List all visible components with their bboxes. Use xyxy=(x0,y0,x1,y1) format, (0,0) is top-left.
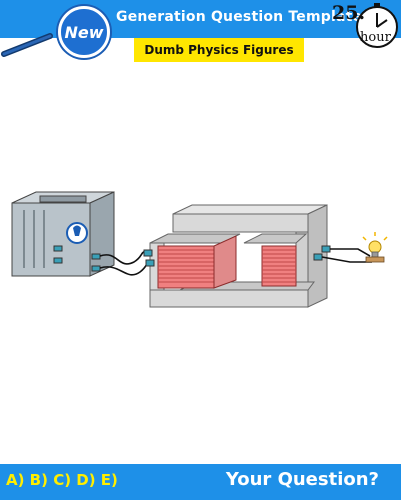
physics-figure xyxy=(11,191,388,308)
new-badge-label: New xyxy=(64,22,104,42)
timer-unit: hour xyxy=(360,30,391,45)
primary-coil xyxy=(157,245,215,289)
timer-number: 25. xyxy=(332,2,366,24)
new-badge: New xyxy=(58,6,110,58)
question-prompt: Your Question? xyxy=(225,469,379,490)
secondary-coil xyxy=(261,245,297,287)
page-subtitle: Dumb Physics Figures xyxy=(134,38,304,62)
watermark: 496257779 xyxy=(5,358,17,458)
light-bulb-icon xyxy=(362,232,388,263)
page-title: Generation Question Template xyxy=(116,9,363,25)
magnifier-icon xyxy=(1,33,53,57)
answer-options: A) B) C) D) E) xyxy=(6,471,118,489)
clock-icon xyxy=(356,3,398,48)
power-supply-icon xyxy=(11,191,115,277)
footer-bar xyxy=(0,464,401,500)
